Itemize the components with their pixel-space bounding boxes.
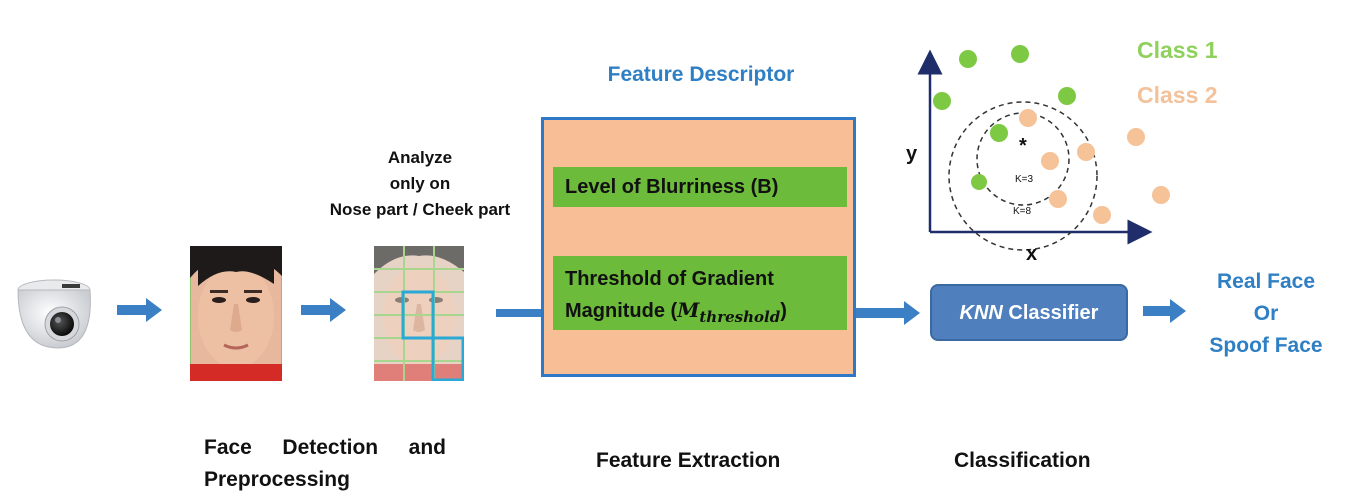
face-grid-photo: [374, 246, 464, 381]
analyze-note-line3: Nose part / Cheek part: [329, 200, 511, 219]
analyze-note-line1: Analyze: [387, 148, 453, 167]
knn-plot: * K=3 K=8 y x: [906, 45, 1170, 265]
query-marker: *: [1019, 135, 1027, 157]
arrow-camera-to-face: [117, 298, 162, 322]
output-real-face: Real Face: [1216, 270, 1316, 293]
line-grid-to-features: [496, 309, 544, 317]
y-axis-label: y: [906, 143, 918, 165]
cheek-roi-box: [431, 336, 464, 381]
face-photo: [190, 246, 282, 381]
k8-circle: [948, 101, 1098, 251]
class1-points: [933, 45, 1076, 190]
legend-class1: Class 1: [1137, 37, 1218, 63]
classifier-label: Classifier: [1002, 302, 1099, 324]
stage-preprocessing: Face Detection and Preprocessing: [204, 432, 446, 496]
blurriness-feature: Level of Blurriness (B): [553, 167, 847, 207]
k8-label: K=8: [1013, 206, 1032, 217]
dome-camera-icon: [17, 279, 91, 349]
output-spoof-face: Spoof Face: [1209, 334, 1323, 357]
stage-preprocessing-line1: Face Detection and: [204, 436, 446, 459]
knn-abbrev: KNN: [959, 302, 1003, 324]
gradient-threshold-feature: Threshold of Gradient Magnitude (Mthresh…: [553, 256, 847, 330]
x-axis-label: x: [1026, 243, 1037, 265]
gradient-label-line2: Magnitude (Mthreshold): [565, 298, 787, 326]
stage-classification: Classification: [954, 449, 1091, 472]
legend-class2: Class 2: [1137, 82, 1218, 108]
arrow-classifier-to-output: [1143, 299, 1186, 323]
analyze-note-line2: only on: [389, 174, 451, 193]
blurriness-label: Level of Blurriness (B): [565, 176, 779, 198]
knn-classifier-box: KNN Classifier: [930, 284, 1128, 341]
stage-feature-extraction: Feature Extraction: [596, 449, 781, 472]
output-label: Real Face Or Spoof Face: [1196, 266, 1336, 362]
gradient-label-line1: Threshold of Gradient: [565, 268, 774, 290]
output-or: Or: [1253, 302, 1279, 325]
arrow-face-to-grid: [301, 298, 346, 322]
k3-label: K=3: [1015, 174, 1034, 185]
nose-roi-box: [401, 290, 435, 340]
class2-points: [1019, 109, 1170, 224]
feature-descriptor-title: Feature Descriptor: [607, 63, 795, 86]
feature-descriptor-box: Level of Blurriness (B) Threshold of Gra…: [541, 117, 856, 377]
stage-preprocessing-line2: Preprocessing: [204, 468, 350, 491]
analyze-note: Analyze only on Nose part / Cheek part: [290, 145, 550, 223]
arrow-features-to-classifier: [855, 301, 920, 325]
